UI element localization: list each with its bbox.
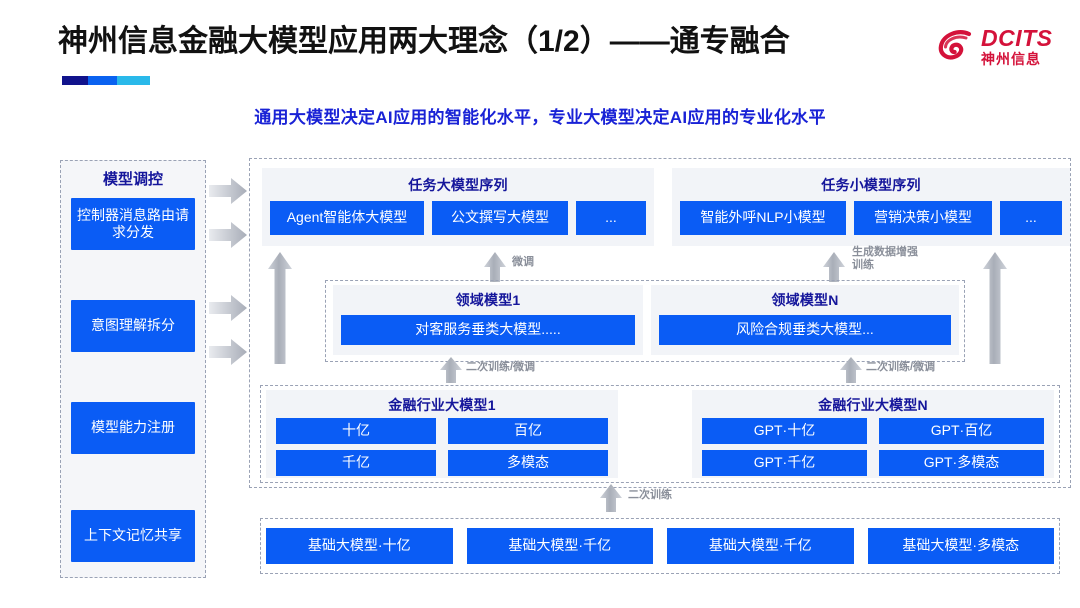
page-title: 神州信息金融大模型应用两大理念（1/2）——通专融合 <box>58 25 790 58</box>
industry-model-1-title: 金融行业大模型1 <box>388 397 496 413</box>
task-small-item-marketing[interactable]: 营销决策小模型 <box>854 201 992 235</box>
domain-model-n-item[interactable]: 风险合规垂类大模型... <box>659 315 951 345</box>
sidebar-item-capability-registration[interactable]: 模型能力注册 <box>71 402 195 454</box>
industry-model-1-grid: 十亿 百亿 千亿 多模态 <box>276 418 608 476</box>
task-small-item-more[interactable]: ... <box>1000 201 1062 235</box>
industry-model-n-panel: 金融行业大模型N GPT·十亿 GPT·百亿 GPT·千亿 GPT·多模态 <box>692 390 1054 478</box>
page-subtitle: 通用大模型决定AI应用的智能化水平，专业大模型决定AI应用的专业化水平 <box>254 108 826 127</box>
task-big-model-row: Agent智能体大模型 公文撰写大模型 ... <box>270 201 646 235</box>
accent-segment-3 <box>117 76 150 85</box>
task-big-item-more[interactable]: ... <box>576 201 646 235</box>
industry-1-item-multimodal[interactable]: 多模态 <box>448 450 608 476</box>
arrow-label-retrain: 二次训练 <box>628 489 672 501</box>
domain-model-1-title: 领域模型1 <box>455 292 521 308</box>
base-model-item-qianyi-1[interactable]: 基础大模型·千亿 <box>466 528 653 564</box>
industry-n-item-gpt-shiyi[interactable]: GPT·十亿 <box>702 418 867 444</box>
right-arrow-icon-1 <box>209 178 247 204</box>
arrow-label-fine-tune: 微调 <box>512 256 534 268</box>
task-big-item-document[interactable]: 公文撰写大模型 <box>432 201 568 235</box>
main-architecture-container <box>249 158 1071 488</box>
task-big-model-title: 任务大模型序列 <box>408 177 508 193</box>
base-model-item-multimodal[interactable]: 基础大模型·多模态 <box>867 528 1054 564</box>
up-arrow-icon-industryN-to-task-small <box>983 252 1007 364</box>
industry-model-n-title: 金融行业大模型N <box>818 397 928 413</box>
arrow-label-retrain-finetune-right: 二次训练/微调 <box>866 361 936 373</box>
industry-n-item-gpt-multimodal[interactable]: GPT·多模态 <box>879 450 1044 476</box>
domain-model-1-item[interactable]: 对客服务垂类大模型..... <box>341 315 635 345</box>
model-control-title: 模型调控 <box>102 171 163 188</box>
accent-segment-2 <box>88 76 118 85</box>
industry-n-item-gpt-baiyi[interactable]: GPT·百亿 <box>879 418 1044 444</box>
title-accent-bar <box>62 76 150 85</box>
logo-text-en: DCITS <box>981 24 1053 51</box>
task-small-model-panel: 任务小模型序列 智能外呼NLP小模型 营销决策小模型 ... <box>672 168 1070 246</box>
accent-segment-1 <box>62 76 89 85</box>
sidebar-item-intent-understanding[interactable]: 意图理解拆分 <box>71 300 195 352</box>
task-small-model-title: 任务小模型序列 <box>821 177 921 193</box>
sidebar-item-context-memory-sharing[interactable]: 上下文记忆共享 <box>71 510 195 562</box>
right-arrow-icon-2 <box>209 222 247 248</box>
up-arrow-icon-domainN-to-task-small <box>823 252 845 282</box>
domain-model-n-panel: 领域模型N 风险合规垂类大模型... <box>651 285 959 355</box>
industry-models-container <box>260 385 1060 483</box>
arrow-label-retrain-finetune-left: 二次训练/微调 <box>466 361 536 373</box>
task-big-model-panel: 任务大模型序列 Agent智能体大模型 公文撰写大模型 ... <box>262 168 654 246</box>
logo-text-cn: 神州信息 <box>981 50 1041 67</box>
task-small-model-row: 智能外呼NLP小模型 营销决策小模型 ... <box>680 201 1062 235</box>
dcits-swirl-icon <box>936 26 976 66</box>
industry-model-n-grid: GPT·十亿 GPT·百亿 GPT·千亿 GPT·多模态 <box>702 418 1044 476</box>
base-models-container <box>260 518 1060 574</box>
industry-1-item-qianyi[interactable]: 千亿 <box>276 450 436 476</box>
domain-model-1-panel: 领域模型1 对客服务垂类大模型..... <box>333 285 643 355</box>
industry-model-1-panel: 金融行业大模型1 十亿 百亿 千亿 多模态 <box>266 390 618 478</box>
sidebar-item-controller-routing[interactable]: 控制器消息路由请求分发 <box>71 198 195 250</box>
up-arrow-icon-base-to-industry <box>600 484 622 512</box>
industry-1-item-baiyi[interactable]: 百亿 <box>448 418 608 444</box>
base-model-item-shiyi[interactable]: 基础大模型·十亿 <box>266 528 453 564</box>
right-arrow-icon-3 <box>209 295 247 321</box>
up-arrow-icon-industry1-to-task-big <box>268 252 292 364</box>
arrow-label-data-augmentation: 生成数据增强 训练 <box>852 246 918 271</box>
up-arrow-icon-industryN-to-domainN <box>840 357 862 383</box>
industry-1-item-shiyi[interactable]: 十亿 <box>276 418 436 444</box>
right-arrow-icon-4 <box>209 339 247 365</box>
industry-n-item-gpt-qianyi[interactable]: GPT·千亿 <box>702 450 867 476</box>
task-big-item-agent[interactable]: Agent智能体大模型 <box>270 201 424 235</box>
domain-model-1-row: 对客服务垂类大模型..... <box>341 315 635 345</box>
domain-model-n-title: 领域模型N <box>771 292 839 308</box>
task-small-item-nlp-outbound[interactable]: 智能外呼NLP小模型 <box>680 201 846 235</box>
domain-models-container <box>325 280 965 362</box>
domain-model-n-row: 风险合规垂类大模型... <box>659 315 951 345</box>
base-models-row: 基础大模型·十亿 基础大模型·千亿 基础大模型·千亿 基础大模型·多模态 <box>266 528 1054 564</box>
up-arrow-icon-industry1-to-domain1 <box>440 357 462 383</box>
up-arrow-icon-domain1-to-task-big <box>484 252 506 282</box>
dcits-logo: DCITS 神州信息 <box>936 20 1064 72</box>
base-model-item-qianyi-2[interactable]: 基础大模型·千亿 <box>667 528 854 564</box>
